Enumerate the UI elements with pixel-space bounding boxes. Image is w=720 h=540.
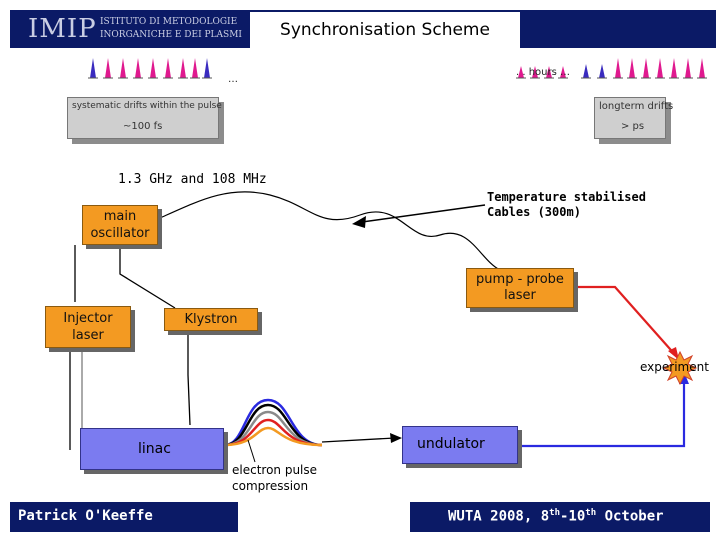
systematic-drift-value: ~100 fs	[123, 121, 163, 132]
stabilised-cable-line	[159, 191, 501, 271]
compression-line2: compression	[232, 479, 309, 493]
pulse-compression-icon	[224, 398, 323, 447]
main-oscillator-box[interactable]: main oscillator	[82, 205, 158, 245]
logo-line-2: INORGANICHE E DEI PLASMI	[100, 30, 242, 40]
annotation-arrow	[352, 204, 486, 228]
cable-annotation-line2: Cables (300m)	[487, 205, 581, 219]
pump-probe-line2: laser	[504, 288, 536, 303]
pump-probe-laser-box[interactable]: pump - probe laser	[466, 268, 574, 308]
linac-to-undulator-line	[321, 437, 396, 443]
linac-block[interactable]: linac	[80, 428, 224, 470]
oscillator-to-klystron-line	[119, 245, 176, 309]
longterm-drift-box: longterm drifts > ps	[594, 97, 673, 139]
linac-to-undulator-arrowhead	[390, 433, 402, 443]
footer-event-bar: WUTA 2008, 8th-10th October	[410, 502, 710, 532]
compression-label: electron pulse compression	[232, 462, 317, 494]
timeline-hours-label: . . hours …	[516, 67, 571, 78]
main-oscillator-line1: main	[103, 209, 137, 224]
injector-line1: Injector	[63, 311, 113, 326]
experiment-label: experiment	[640, 360, 709, 374]
pulse-train-left-icon	[88, 58, 212, 79]
systematic-drift-title: systematic drifts within the pulse	[72, 101, 222, 111]
injector-laser-box[interactable]: Injector laser	[45, 306, 131, 348]
footer-sup-1: th	[549, 508, 560, 518]
klystron-to-linac-line	[187, 329, 191, 426]
undulator-block[interactable]: undulator	[402, 426, 518, 464]
systematic-drift-box: systematic drifts within the pulse ~100 …	[67, 97, 222, 139]
cable-annotation-line1: Temperature stabilised	[487, 190, 646, 204]
undulator-label: undulator	[417, 436, 485, 452]
logo-mark: IMIP	[28, 14, 97, 44]
pulse-train-right-icon	[516, 58, 707, 79]
pump-probe-arrowhead	[668, 347, 679, 360]
linac-label: linac	[138, 441, 171, 457]
longterm-drift-value: > ps	[621, 121, 645, 132]
oscillator-frequency-label: 1.3 GHz and 108 MHz	[118, 172, 267, 187]
footer-event-dash: -10	[560, 508, 586, 525]
footer-event-month: October	[596, 508, 664, 525]
main-oscillator-line2: oscillator	[90, 226, 150, 241]
klystron-box[interactable]: Klystron	[164, 308, 258, 331]
cable-annotation: Temperature stabilised Cables (300m)	[487, 190, 646, 220]
longterm-drift-title: longterm drifts	[599, 101, 674, 112]
experiment-star-icon	[662, 350, 698, 386]
timeline-left-ellipsis: …	[228, 74, 238, 85]
pump-probe-beam	[578, 285, 679, 359]
slide-title: Synchronisation Scheme	[250, 12, 520, 48]
footer-sup-2: th	[585, 508, 597, 518]
institute-logo: IMIP ISTITUTO DI METODOLOGIE INORGANICHE…	[28, 14, 242, 44]
injector-line2: laser	[72, 328, 104, 343]
pump-probe-line1: pump - probe	[476, 272, 564, 287]
compression-pointer	[247, 439, 256, 463]
footer-author: Patrick O'Keeffe	[18, 508, 153, 524]
logo-line-1: ISTITUTO DI METODOLOGIE	[100, 17, 238, 27]
footer-event-text: WUTA 2008, 8	[448, 508, 550, 525]
footer-event: WUTA 2008, 8th-10th October	[448, 508, 664, 525]
xray-beam	[500, 378, 686, 448]
compression-line1: electron pulse	[232, 463, 318, 477]
footer-author-bar: Patrick O'Keeffe	[10, 502, 238, 532]
